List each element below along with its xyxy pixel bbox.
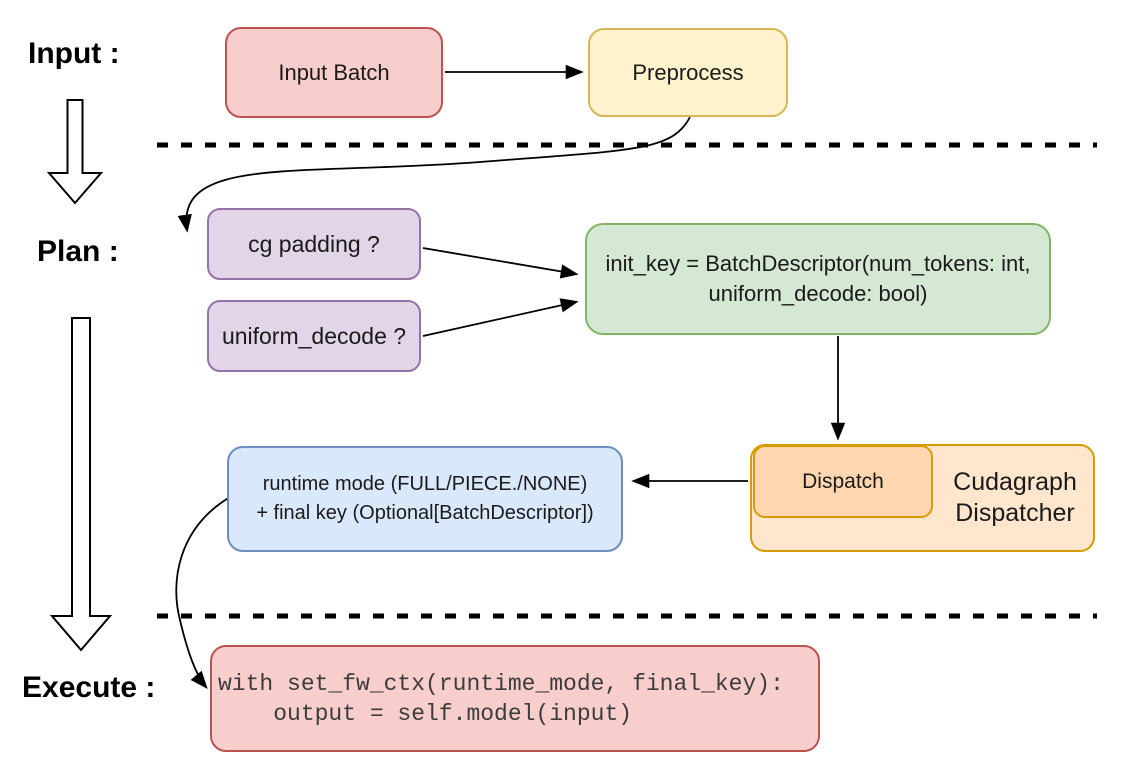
stage-label-plan: Plan : [37,235,119,268]
node-runtime-mode-line2: + final key (Optional[BatchDescriptor]) [256,502,594,524]
execute-code-line2: output = self.model(input) [218,700,633,727]
execute-code-line1: with set_fw_ctx(runtime_mode, final_key)… [218,670,784,697]
cudagraph-dispatcher-line1: Cudagraph [953,468,1077,496]
node-dispatch-label: Dispatch [802,469,884,493]
edge-cg-padding-to-init-key [422,247,579,279]
node-init-key-line1: init_key = BatchDescriptor(num_tokens: i… [605,251,1031,276]
edge-preprocess-to-cg-padding [177,116,691,233]
node-cg-padding-label: cg padding ? [248,230,380,257]
node-execute-code: with set_fw_ctx(runtime_mode, final_key)… [210,645,820,752]
edge-runtime-mode-to-execute-code [175,496,231,690]
node-input-batch: Input Batch [225,27,443,118]
node-init-key: init_key = BatchDescriptor(num_tokens: i… [585,223,1051,335]
node-uniform-decode: uniform_decode ? [207,300,421,372]
node-init-key-line2: uniform_decode: bool) [708,281,928,306]
node-cg-padding: cg padding ? [207,208,421,280]
node-runtime-mode-line1: runtime mode (FULL/PIECE./NONE) [262,473,588,495]
cudagraph-dispatcher-line2: Dispatcher [955,499,1075,527]
input-to-plan-arrow [46,99,104,205]
plan-to-execute-arrow [49,317,113,652]
node-input-batch-label: Input Batch [278,59,390,85]
stage-label-execute: Execute : [22,671,156,704]
node-runtime-mode: runtime mode (FULL/PIECE./NONE) + final … [227,446,623,552]
edge-uniform-decode-to-init-key [422,298,579,337]
node-uniform-decode-label: uniform_decode ? [221,322,407,349]
node-cudagraph-dispatcher-label: Cudagraph Dispatcher [935,444,1095,552]
node-preprocess: Preprocess [588,28,788,117]
node-dispatch: Dispatch [753,445,933,518]
stage-label-input: Input : [28,37,120,70]
node-preprocess-label: Preprocess [632,59,744,85]
